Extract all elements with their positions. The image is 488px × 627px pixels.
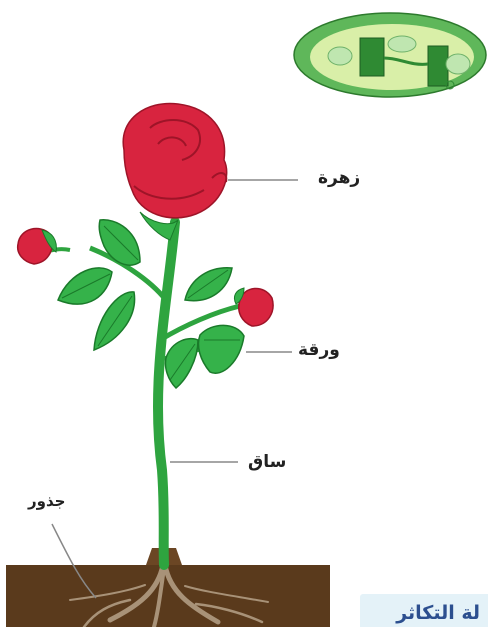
leaf-label: ورقة [298,340,340,360]
rose-bud-right-illustration [234,288,273,326]
leaves-illustration [58,220,244,388]
roots-label: جذور [28,492,65,510]
reproduction-heading-text: لة التكاثر [396,602,480,624]
reproduction-heading-panel: لة التكاثر [360,594,488,627]
flower-label: زهرة [318,168,360,188]
chloroplast-illustration [294,13,486,97]
stem-label: ساق [248,452,286,472]
rose-bud-left-illustration [18,229,57,264]
